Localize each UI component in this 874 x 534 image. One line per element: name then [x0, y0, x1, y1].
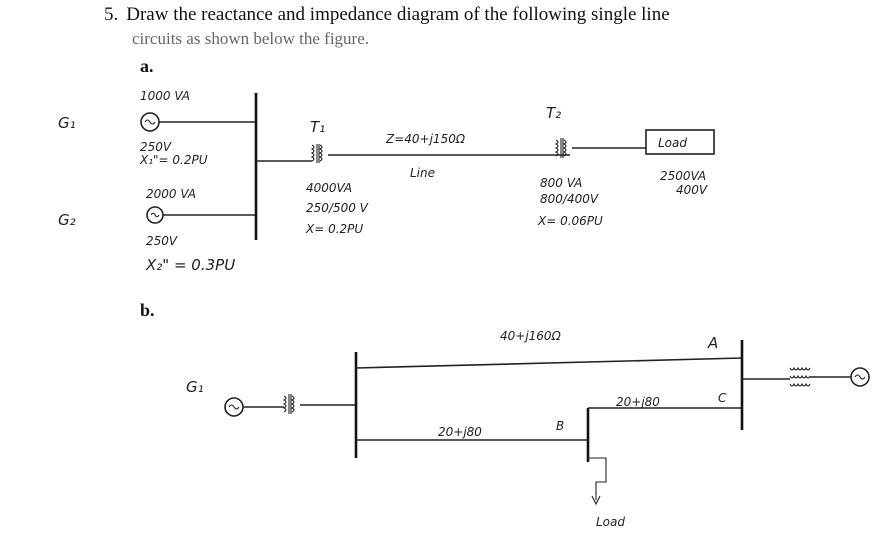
- g2-voltage: 250V: [146, 234, 178, 248]
- b-transformer-right-icon: [789, 366, 811, 387]
- t1-ratio: 250/500 V: [306, 201, 369, 215]
- b-transformer-left-icon: [283, 394, 295, 414]
- t2-transformer-icon: [555, 138, 567, 158]
- b-right-ac-wave-icon: [854, 374, 866, 380]
- g1-ac-wave-icon: [144, 119, 156, 125]
- t1-rating: 4000VA: [306, 181, 352, 195]
- g1-voltage: 250V: [140, 140, 172, 154]
- question-number: 5.: [104, 4, 119, 25]
- b-g1-name: G₁: [186, 378, 204, 396]
- b-load-label: Load: [596, 515, 625, 529]
- b-right-source-icon: [850, 367, 870, 387]
- load-voltage: 400V: [676, 183, 708, 197]
- t2-rating: 800 VA: [540, 176, 582, 190]
- load-label: Load: [658, 136, 687, 150]
- b-line-ab-impedance: 20+j80: [438, 425, 482, 439]
- t2-name: T₂: [546, 104, 561, 122]
- b-top-line: [355, 357, 743, 369]
- t1-name: T₁: [310, 118, 325, 136]
- part-b-diagram: G₁ 40+j160Ω 20+j80 B 20+j80 Load A C: [186, 329, 870, 529]
- b-g1-ac-wave-icon: [228, 404, 240, 410]
- g2-rating: 2000 VA: [146, 187, 196, 201]
- node-b-label: B: [556, 419, 564, 433]
- line-label: Line: [410, 166, 435, 180]
- node-a-label: A: [707, 334, 718, 352]
- b-line-bc-impedance: 20+j80: [616, 395, 660, 409]
- b-load-wire: [588, 457, 607, 500]
- line-impedance: Z=40+j150Ω: [385, 132, 466, 146]
- t2-reactance: X= 0.06PU: [537, 214, 603, 228]
- g2-ac-wave-icon: [150, 212, 160, 218]
- part-a-label: a.: [140, 56, 154, 76]
- g1-rating: 1000 VA: [140, 89, 190, 103]
- g1-name: G₁: [58, 114, 76, 132]
- g1-reactance: X₁"= 0.2PU: [139, 153, 208, 167]
- question-subtext: circuits as shown below the figure.: [132, 29, 369, 48]
- load-arrow-icon: [591, 495, 601, 506]
- g2-reactance: X₂" = 0.3PU: [145, 256, 235, 274]
- question-text: Draw the reactance and impedance diagram…: [126, 4, 670, 25]
- load-rating: 2500VA: [660, 169, 706, 183]
- load-box: [645, 129, 715, 155]
- node-c-label: C: [718, 391, 727, 405]
- b-top-line-impedance: 40+j160Ω: [500, 329, 562, 343]
- t2-ratio: 800/400V: [540, 192, 599, 206]
- g2-name: G₂: [58, 211, 76, 229]
- t1-transformer-icon: [311, 144, 323, 163]
- t1-reactance: X= 0.2PU: [305, 222, 363, 236]
- part-a-diagram: G₁ 1000 VA 250V X₁"= 0.2PU G₂ 2000 VA 25…: [58, 89, 715, 274]
- question-title: 5. Draw the reactance and impedance diagr…: [104, 4, 670, 26]
- part-b-label: b.: [140, 300, 155, 320]
